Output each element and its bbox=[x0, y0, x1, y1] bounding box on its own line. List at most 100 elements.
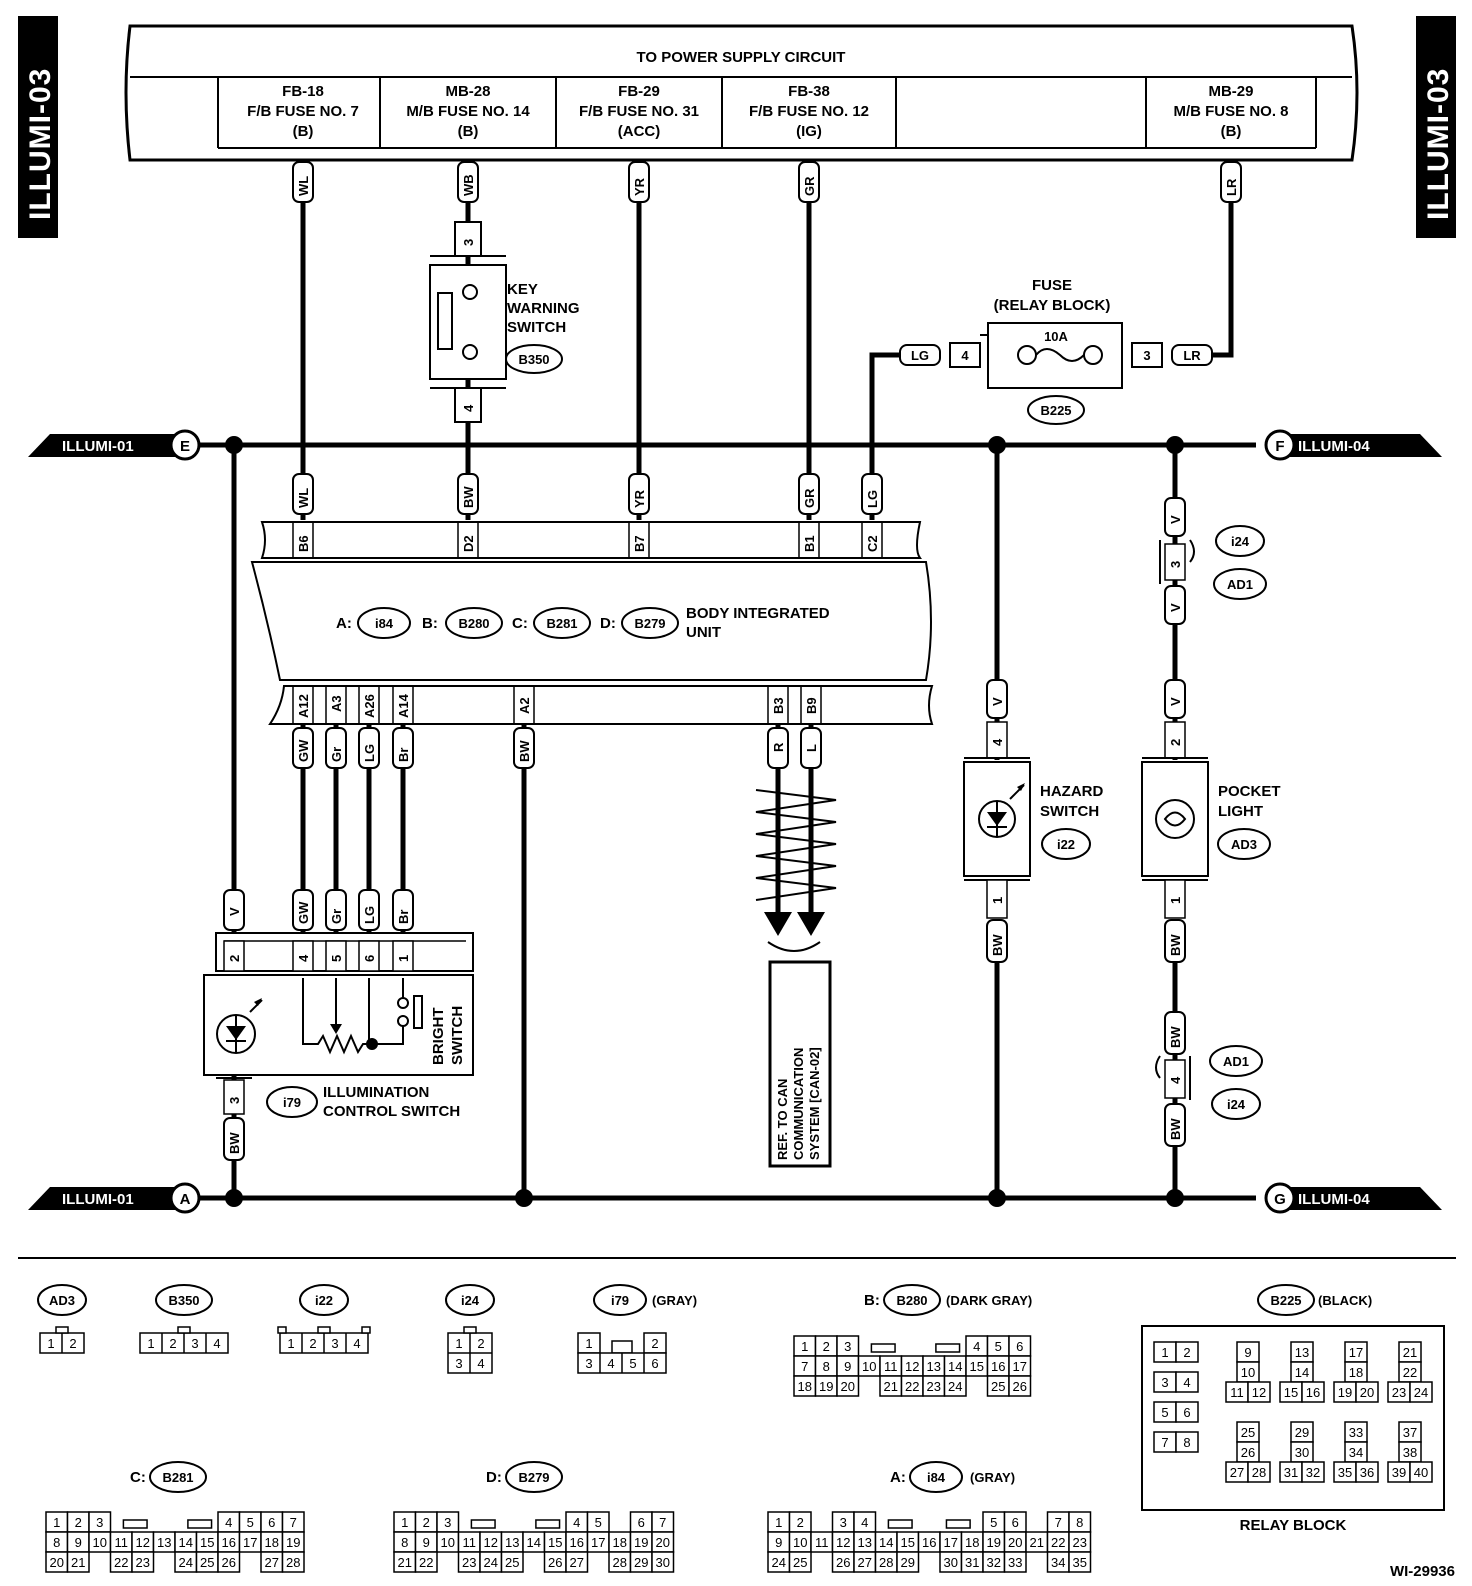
tag-br-illum: Br bbox=[392, 889, 414, 931]
svg-text:i22: i22 bbox=[315, 1293, 333, 1308]
b225-pin-cell bbox=[1301, 1381, 1325, 1403]
tag-gw-illum: GW bbox=[292, 889, 314, 931]
svg-text:Gr: Gr bbox=[329, 909, 344, 924]
svg-text:BW: BW bbox=[1168, 1026, 1183, 1048]
legend-b225-label: B225 (BLACK) bbox=[1257, 1284, 1372, 1316]
tag-v-pocket-3: V bbox=[1164, 679, 1186, 719]
svg-text:C:: C: bbox=[512, 615, 528, 632]
pin-number: 16 bbox=[991, 1359, 1005, 1374]
body-integrated-unit: B6 D2 B7 B1 C2 A12 A3 A26 A14 A2 B3 B9 bbox=[250, 521, 934, 725]
b280-key-tab bbox=[870, 1343, 896, 1353]
pin-number: 10 bbox=[93, 1535, 107, 1550]
svg-text:(RELAY BLOCK): (RELAY BLOCK) bbox=[994, 297, 1111, 314]
pin-number: 24 bbox=[484, 1555, 498, 1570]
svg-text:6: 6 bbox=[362, 955, 377, 962]
pin-number: 7 bbox=[1055, 1515, 1062, 1530]
svg-text:2: 2 bbox=[651, 1336, 658, 1351]
pin-number: 32 bbox=[987, 1555, 1001, 1570]
pin-number: 20 bbox=[841, 1379, 855, 1394]
svg-text:i84: i84 bbox=[375, 616, 394, 631]
svg-text:POCKET: POCKET bbox=[1218, 783, 1281, 800]
svg-text:A3: A3 bbox=[329, 695, 344, 712]
pin-number: 15 bbox=[200, 1535, 214, 1550]
svg-text:D:: D: bbox=[486, 1469, 502, 1486]
pin-number: 23 bbox=[927, 1379, 941, 1394]
svg-text:Gr: Gr bbox=[329, 747, 344, 762]
svg-text:SWITCH: SWITCH bbox=[1040, 803, 1099, 820]
svg-text:BW: BW bbox=[990, 934, 1005, 956]
i84-pin-cell bbox=[1068, 1551, 1092, 1573]
pin-number: 11 bbox=[815, 1535, 829, 1550]
tag-wl-biu: WL bbox=[292, 473, 314, 515]
pin-number: 22 bbox=[905, 1379, 919, 1394]
tag-lg-biu-bottom: LG bbox=[358, 727, 380, 769]
fuse-3-l1: FB-29 bbox=[618, 83, 660, 100]
fuse-1-l2: F/B FUSE NO. 7 bbox=[247, 103, 359, 120]
pin-number: 21 bbox=[1403, 1345, 1417, 1360]
svg-text:A26: A26 bbox=[362, 694, 377, 718]
pin-number: 3 bbox=[840, 1515, 847, 1530]
pin-number: 17 bbox=[591, 1535, 605, 1550]
svg-text:ILLUMI-03: ILLUMI-03 bbox=[24, 68, 57, 220]
tag-bw-pocket-2: BW bbox=[1164, 1011, 1186, 1055]
pin-number: 9 bbox=[775, 1535, 782, 1550]
b280-pin-cell bbox=[836, 1375, 860, 1397]
pin-number: 1 bbox=[775, 1515, 782, 1530]
i84-key-tab bbox=[887, 1519, 913, 1529]
pin-number: 23 bbox=[136, 1555, 150, 1570]
bus-label-a: ILLUMI-01 A bbox=[28, 1182, 201, 1214]
pin-number: 14 bbox=[879, 1535, 893, 1550]
pin-number: 24 bbox=[1414, 1385, 1428, 1400]
pin-number: 29 bbox=[901, 1555, 915, 1570]
pin-number: 2 bbox=[1183, 1345, 1190, 1360]
pin-number: 13 bbox=[1295, 1345, 1309, 1360]
power-supply-title: TO POWER SUPPLY CIRCUIT bbox=[637, 49, 846, 66]
b225-pin-cell bbox=[1409, 1381, 1433, 1403]
svg-text:B281: B281 bbox=[162, 1470, 193, 1485]
svg-text:AD3: AD3 bbox=[49, 1293, 75, 1308]
legend-b279-label: D: B279 bbox=[486, 1461, 563, 1493]
pin-number: 11 bbox=[115, 1535, 129, 1550]
pin-number: 9 bbox=[844, 1359, 851, 1374]
svg-text:2: 2 bbox=[477, 1336, 484, 1351]
key-warning-switch: 3 4 KEY WARNING SWITCH B350 bbox=[429, 221, 580, 423]
svg-text:i79: i79 bbox=[283, 1095, 301, 1110]
svg-text:ILLUMI-01: ILLUMI-01 bbox=[62, 438, 134, 455]
fuse-5-l1: MB-29 bbox=[1208, 83, 1253, 100]
svg-text:4: 4 bbox=[353, 1336, 360, 1351]
pin-number: 23 bbox=[462, 1555, 476, 1570]
pin-number: 2 bbox=[423, 1515, 430, 1530]
b280-key-tab bbox=[935, 1343, 961, 1353]
pin-number: 28 bbox=[1252, 1465, 1266, 1480]
pin-number: 10 bbox=[441, 1535, 455, 1550]
pin-number: 16 bbox=[570, 1535, 584, 1550]
pin-number: 34 bbox=[1051, 1555, 1065, 1570]
tag-wb-top: WB bbox=[457, 161, 479, 203]
svg-text:B7: B7 bbox=[632, 535, 647, 552]
svg-text:A14: A14 bbox=[396, 693, 411, 718]
pin-number: 33 bbox=[1008, 1555, 1022, 1570]
pin-number: 25 bbox=[200, 1555, 214, 1570]
svg-text:3: 3 bbox=[455, 1356, 462, 1371]
svg-text:4: 4 bbox=[607, 1356, 614, 1371]
pin-number: 10 bbox=[793, 1535, 807, 1550]
pin-number: 6 bbox=[638, 1515, 645, 1530]
svg-text:2: 2 bbox=[169, 1336, 176, 1351]
pin-number: 15 bbox=[970, 1359, 984, 1374]
b281-pin-cell bbox=[131, 1551, 155, 1573]
pin-number: 5 bbox=[995, 1339, 1002, 1354]
power-supply-box: TO POWER SUPPLY CIRCUIT bbox=[124, 24, 1359, 162]
b225-pin-cell bbox=[1355, 1461, 1379, 1483]
svg-text:AD1: AD1 bbox=[1223, 1054, 1249, 1069]
svg-text:10A: 10A bbox=[1044, 329, 1068, 344]
svg-text:4: 4 bbox=[296, 954, 311, 962]
pin-number: 21 bbox=[398, 1555, 412, 1570]
svg-text:3: 3 bbox=[227, 1097, 242, 1104]
svg-text:ILLUMI-03: ILLUMI-03 bbox=[1422, 68, 1455, 220]
tag-gr-biu: GR bbox=[798, 473, 820, 515]
fuse-2-l3: (B) bbox=[458, 123, 479, 140]
pin-number: 30 bbox=[944, 1555, 958, 1570]
fuse-5-l3: (B) bbox=[1221, 123, 1242, 140]
pin-number: 13 bbox=[927, 1359, 941, 1374]
svg-text:E: E bbox=[180, 438, 190, 455]
